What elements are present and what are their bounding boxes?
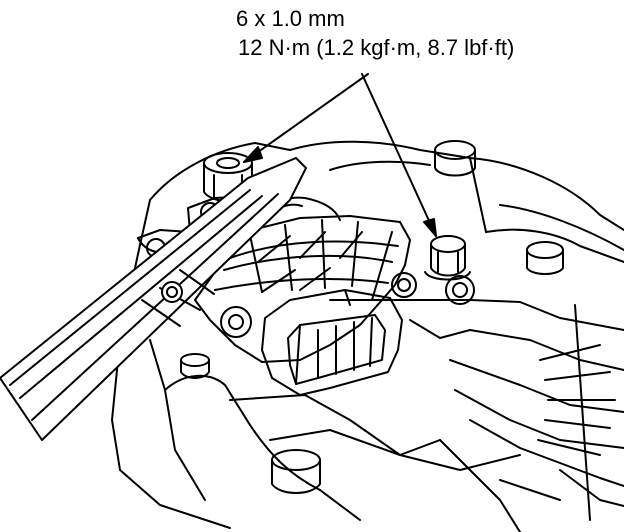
housing-boss-left	[180, 353, 210, 379]
housing-boss-right	[526, 241, 564, 275]
sensor-connector	[261, 289, 403, 396]
sensor-web-grid	[214, 219, 399, 301]
housing-boss-top	[434, 140, 476, 177]
right-mounting-bolt	[424, 235, 471, 281]
housing-ribs	[499, 304, 616, 521]
housing-boss-bottom	[271, 449, 321, 494]
sensor-mount-ear-left	[220, 306, 252, 338]
housing-boss-right-2	[445, 275, 475, 305]
sensor-mount-ear-right	[391, 272, 417, 298]
transmission-housing	[111, 140, 624, 532]
bolt-size-label: 6 x 1.0 mm	[236, 6, 345, 31]
callout-leader-right	[361, 73, 437, 237]
special-tool-handle	[0, 157, 307, 441]
callout-leader-left	[243, 73, 369, 163]
torque-spec-label: 12 N·m (1.2 kgf·m, 8.7 lbf·ft)	[238, 35, 515, 60]
